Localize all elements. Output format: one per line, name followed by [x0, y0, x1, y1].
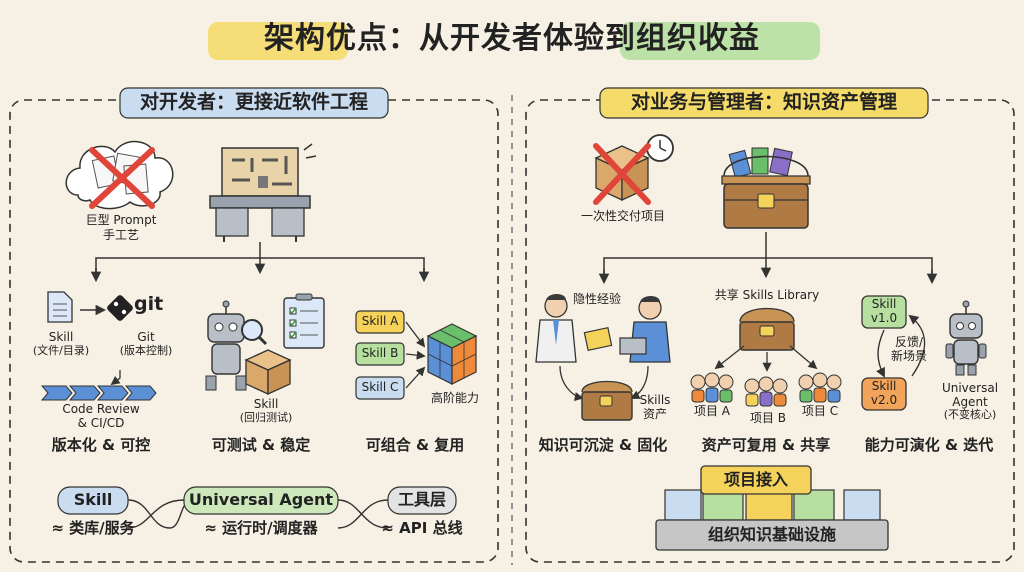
one-time-project-label: 一次性交付项目: [580, 209, 665, 223]
robot-tester-icon: [205, 300, 268, 391]
right-branch-line: [603, 257, 933, 280]
feedback-label-line2: 新场景: [890, 349, 927, 363]
git-icon: [107, 295, 133, 321]
git-to-review-arrow: [110, 370, 121, 386]
feedback-label-line1: 反馈/: [894, 335, 924, 349]
right-caption-2: 资产可复用 & 共享: [701, 436, 831, 454]
crossed-prompt-cloud-icon: [65, 140, 174, 210]
agent-label-line2: Agent: [952, 395, 988, 409]
library-chest-icon: [739, 307, 795, 351]
team-a-icon: [690, 372, 734, 403]
block-blue-1: [664, 489, 702, 521]
skill-file-label-line1: Skill: [48, 330, 74, 344]
infra-base-block: [655, 519, 889, 551]
git-label-line2: (版本控制): [119, 344, 173, 357]
project-access-block: [700, 465, 812, 495]
v1-to-v2-arrow: [876, 329, 885, 378]
skill-c-arrow: [405, 366, 426, 389]
workbench-icon: [209, 143, 317, 242]
skill-v2-name: Skill: [871, 379, 897, 393]
agent-label-line3: (不变核心): [943, 408, 997, 421]
project-a-label: 项目 A: [693, 404, 731, 418]
block-yellow-1: [745, 489, 793, 521]
skill-box-label-line1: Skill: [253, 397, 279, 411]
bottom-agent-label: Universal Agent: [188, 490, 334, 509]
agent-label-line1: Universal: [941, 381, 999, 395]
page-title: 架构优点：从开发者体验到组织收益: [264, 21, 760, 56]
people-sharing-icon: [535, 294, 671, 363]
cube-label: 高阶能力: [430, 391, 479, 405]
bottom-skill-label: Skill: [73, 490, 113, 509]
skill-v2-chip: [861, 377, 907, 411]
bottom-agent-sub: ≈ 运行时/调度器: [204, 519, 318, 537]
skills-chest-icon: [581, 380, 633, 421]
cube-capability-icon: [426, 323, 478, 385]
skill-file-label-line2: (文件/目录): [32, 344, 90, 357]
library-label: 共享 Skills Library: [714, 288, 820, 302]
person-to-chest-arrow: [559, 365, 584, 402]
left-caption-3: 可组合 & 复用: [365, 436, 465, 454]
bottom-tool-sub: ≈ API 总线: [381, 519, 463, 537]
skill-v1-name: Skill: [871, 297, 897, 311]
skills-asset-label-line2: 资产: [642, 407, 667, 421]
package-box-icon: [244, 349, 292, 396]
title-highlight-green: [620, 22, 820, 60]
implicit-experience-label: 隐性经验: [572, 292, 621, 306]
universal-agent-robot-icon: [945, 300, 987, 376]
right-caption-3: 能力可演化 & 迭代: [864, 436, 994, 454]
library-to-c-arrow: [789, 345, 818, 370]
bottom-tool-label: 工具层: [397, 490, 446, 509]
project-access-label: 项目接入: [723, 470, 788, 489]
skill-v2-version: v2.0: [870, 393, 898, 407]
skill-b-arrow: [405, 350, 426, 360]
infra-label: 组织知识基础设施: [707, 525, 836, 544]
block-blue-2: [843, 489, 881, 521]
right-panel-heading: 对业务与管理者：知识资产管理: [630, 91, 897, 113]
skill-v1-version: v1.0: [870, 311, 898, 325]
cloud-label-line1: 巨型 Prompt: [85, 213, 157, 227]
checklist-icon: [283, 293, 325, 349]
git-logo-text: git: [134, 293, 164, 315]
connector-skill-agent-2: [127, 499, 185, 529]
git-label-line1: Git: [137, 330, 155, 344]
left-caption-2: 可测试 & 稳定: [211, 436, 311, 454]
skill-c-label: Skill C: [361, 380, 399, 394]
feedback-loop-arrow: [908, 314, 926, 377]
title-highlight-yellow: [208, 22, 348, 60]
cloud-label-line2: 手工艺: [102, 228, 139, 242]
block-green-1: [702, 489, 744, 521]
code-review-label-line2: & CI/CD: [77, 416, 125, 430]
project-c-label: 项目 C: [801, 404, 839, 418]
skill-a-arrow: [405, 321, 426, 348]
left-panel-heading: 对开发者：更接近软件工程: [139, 91, 368, 113]
skill-a-chip: [355, 310, 405, 334]
skills-asset-label-line1: Skills: [639, 393, 671, 407]
right-banner: [599, 87, 929, 119]
right-caption-1: 知识可沉淀 & 固化: [538, 436, 668, 454]
project-b-label: 项目 B: [749, 411, 787, 425]
crossed-box-clock-icon: [593, 134, 674, 205]
team-b-icon: [744, 376, 788, 407]
treasure-chest-icon: [721, 147, 811, 229]
team-c-icon: [798, 372, 842, 403]
skill-b-chip: [355, 342, 405, 366]
library-to-a-arrow: [714, 345, 745, 370]
left-branch-line: [95, 257, 425, 276]
connector-skill-agent: [127, 499, 185, 529]
skill-box-label-line2: (回归测试): [239, 411, 293, 424]
skill-c-chip: [355, 376, 405, 400]
bottom-skill-sub: ≈ 类库/服务: [51, 519, 135, 537]
file-icon: [47, 291, 73, 323]
left-banner: [119, 87, 389, 119]
code-review-label-line1: Code Review: [62, 402, 140, 416]
left-caption-1: 版本化 & 可控: [51, 436, 151, 454]
skill-a-label: Skill A: [361, 314, 399, 328]
connector-agent-tool-2: [337, 499, 389, 529]
pipeline-chevrons-icon: [40, 385, 157, 401]
skill-v1-chip: [861, 295, 907, 329]
skill-b-label: Skill B: [361, 346, 399, 360]
person2-to-chest-arrow: [630, 365, 649, 399]
